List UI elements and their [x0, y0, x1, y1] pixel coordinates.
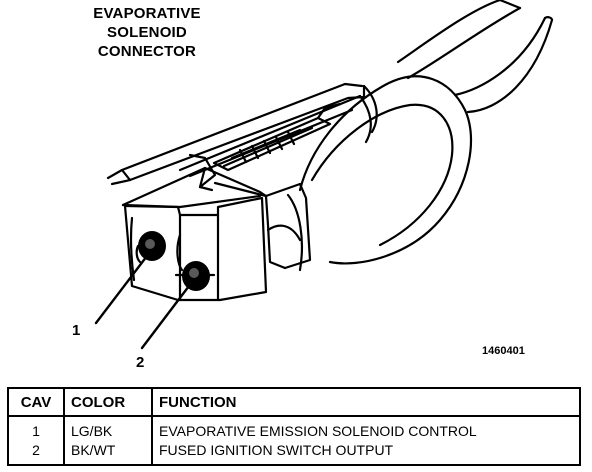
table-header-row: CAV COLOR FUNCTION [7, 387, 581, 417]
leader-line-1 [94, 250, 152, 325]
connector-boot [286, 75, 473, 272]
terminal-cavity-2 [182, 261, 210, 291]
cell-color: LG/BK [63, 416, 153, 441]
title-line-2: SOLENOID [107, 24, 187, 41]
pinout-table: CAV COLOR FUNCTION 1 LG/BK EVAPORATIVE E… [7, 387, 581, 466]
connector-illustration [94, 0, 554, 350]
cell-cav: 2 [7, 441, 65, 466]
title-line-1: EVAPORATIVE [93, 5, 201, 22]
cell-color: BK/WT [63, 441, 153, 466]
table-row: 2 BK/WT FUSED IGNITION SWITCH OUTPUT [7, 441, 581, 466]
cell-function: FUSED IGNITION SWITCH OUTPUT [151, 441, 581, 466]
locking-latch [106, 82, 378, 192]
figure-id: 1460401 [482, 345, 525, 357]
cell-cav: 1 [7, 416, 65, 441]
header-cav: CAV [7, 387, 65, 417]
title-line-3: CONNECTOR [97, 43, 197, 60]
header-color: COLOR [63, 387, 153, 417]
cell-function: EVAPORATIVE EMISSION SOLENOID CONTROL [151, 416, 581, 441]
callout-leaders [94, 250, 194, 350]
diagram-title: EVAPORATIVE SOLENOID CONNECTOR [62, 4, 232, 61]
callout-2: 2 [136, 354, 145, 371]
terminal-cavity-1 [138, 231, 166, 261]
header-function: FUNCTION [151, 387, 581, 417]
leader-line-2 [140, 280, 194, 350]
callout-1: 1 [72, 322, 81, 339]
wire-harness [396, 0, 554, 114]
table-row: 1 LG/BK EVAPORATIVE EMISSION SOLENOID CO… [7, 416, 581, 441]
